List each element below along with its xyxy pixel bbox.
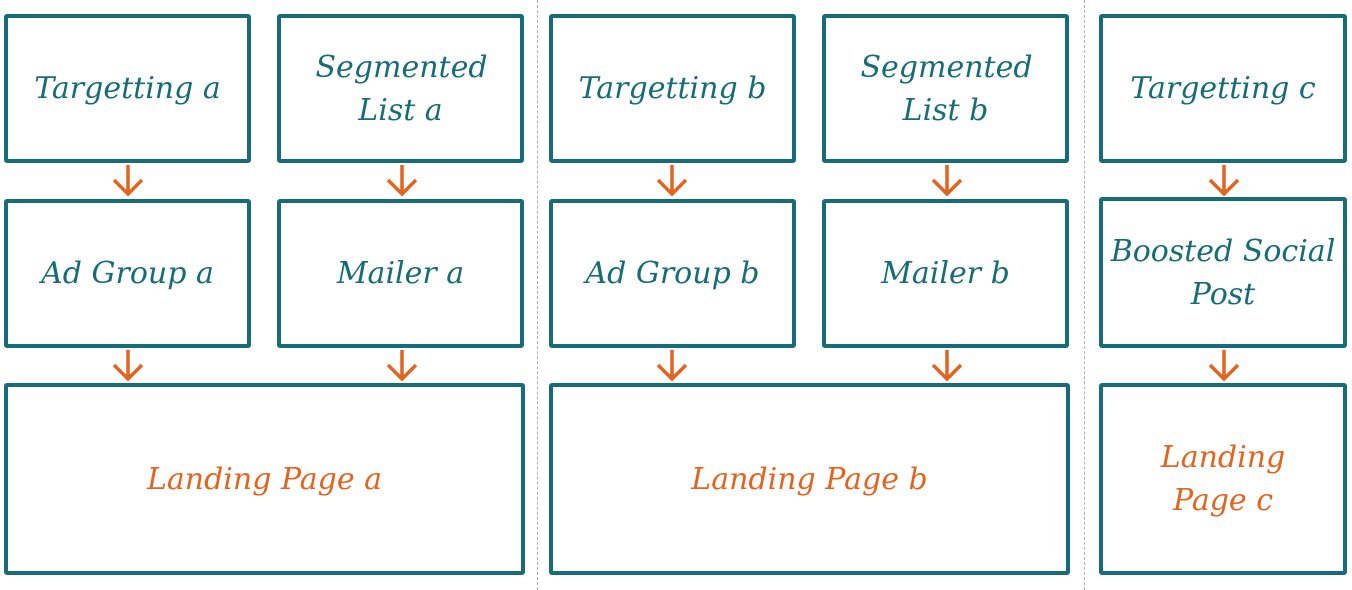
mailer-a-box: Mailer a xyxy=(277,199,524,348)
landing-page-c-label: Landing Page c xyxy=(1160,440,1286,518)
arrow-down-icon xyxy=(1207,349,1241,383)
divider-a-b xyxy=(537,0,538,590)
landing-page-a-box: Landing Page a xyxy=(4,383,525,575)
landing-page-b-label: Landing Page b xyxy=(691,461,928,497)
segmented-list-b-box: Segmented List b xyxy=(822,14,1069,163)
arrow-down-icon xyxy=(655,349,689,383)
arrow-down-icon xyxy=(385,349,419,383)
targeting-b-box: Targetting b xyxy=(549,14,796,163)
targeting-a-box: Targetting a xyxy=(4,14,251,163)
arrow-down-icon xyxy=(111,349,145,383)
ad-group-b-label: Ad Group b xyxy=(585,256,760,291)
ad-group-a-label: Ad Group a xyxy=(41,256,214,291)
arrow-down-icon xyxy=(111,164,145,198)
boosted-social-post-label: Boosted Social Post xyxy=(1110,233,1336,312)
segmented-list-b-label: Segmented List b xyxy=(860,49,1033,128)
arrow-down-icon xyxy=(385,164,419,198)
landing-page-c-box: Landing Page c xyxy=(1099,383,1347,575)
targeting-b-label: Targetting b xyxy=(578,71,767,106)
mailer-b-label: Mailer b xyxy=(881,256,1010,291)
divider-b-c xyxy=(1084,0,1085,590)
arrow-down-icon xyxy=(930,164,964,198)
boosted-social-post-box: Boosted Social Post xyxy=(1099,197,1347,348)
landing-page-b-box: Landing Page b xyxy=(549,383,1070,575)
segmented-list-a-label: Segmented List a xyxy=(315,49,488,128)
arrow-down-icon xyxy=(1207,164,1241,198)
mailer-a-label: Mailer a xyxy=(336,256,465,291)
arrow-down-icon xyxy=(930,349,964,383)
ad-group-a-box: Ad Group a xyxy=(4,199,251,348)
landing-page-a-label: Landing Page a xyxy=(146,461,383,497)
arrow-down-icon xyxy=(655,164,689,198)
ad-group-b-box: Ad Group b xyxy=(549,199,796,348)
targeting-a-label: Targetting a xyxy=(34,71,221,106)
targeting-c-label: Targetting c xyxy=(1130,71,1316,106)
segmented-list-a-box: Segmented List a xyxy=(277,14,524,163)
targeting-c-box: Targetting c xyxy=(1099,14,1347,163)
mailer-b-box: Mailer b xyxy=(822,199,1069,348)
